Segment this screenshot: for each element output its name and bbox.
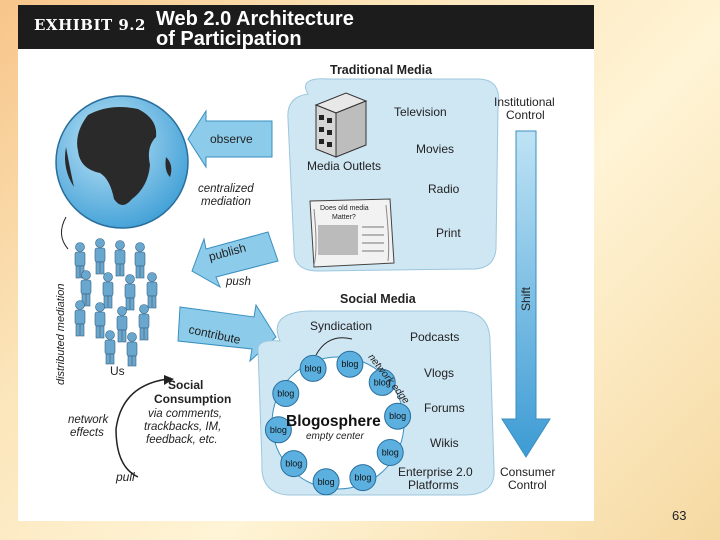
television-label: Television [394,105,447,119]
pull-curve-arrow [115,378,169,478]
movies-label: Movies [416,142,454,156]
distributed-mediation-label: distributed mediation [55,283,67,385]
radio-label: Radio [428,182,460,196]
blog-node-label: blog [354,473,371,483]
exhibit-title: Web 2.0 Architecture of Participation [156,9,354,49]
blog-node [384,402,412,430]
media-outlets-label: Media Outlets [307,159,381,173]
social-consumption-line4: trackbacks, IM, [144,421,221,433]
network-effects-label-1: network [68,414,110,426]
people-crowd-icon [74,238,158,367]
wikis-label: Wikis [430,436,459,450]
blog-node-label: blog [318,477,335,487]
shift-label: Shift [519,286,533,311]
globe-crowd-link-arrow [61,216,69,250]
print-label: Print [436,226,461,240]
us-label: Us [110,364,125,378]
pull-arrowhead-icon [164,375,174,385]
blog-node [336,350,364,378]
exhibit-title-line2: of Participation [156,28,302,50]
blog-node [280,450,308,478]
observe-label: observe [210,132,253,146]
page-number: 63 [672,508,687,523]
syndication-label: Syndication [310,319,372,333]
blog-node-label: blog [382,448,399,458]
newspaper-headline-1: Does old media [320,205,369,212]
traditional-media-title: Traditional Media [330,63,433,77]
vlogs-label: Vlogs [424,366,454,380]
exhibit-header: EXHIBIT 9.2 Web 2.0 Architecture of Part… [18,5,594,49]
push-label: push [225,276,251,288]
social-consumption-line3: via comments, [148,408,222,420]
blog-node [264,416,292,444]
blog-node-label: blog [277,389,294,399]
centralized-label: centralized [198,183,254,195]
blog-node [312,468,340,496]
enterprise-label-1: Enterprise 2.0 [398,465,473,479]
blog-node-label: blog [374,377,391,387]
blog-node [368,368,396,396]
consumer-control-label: Control [508,478,547,492]
forums-label: Forums [424,401,465,415]
network-effects-label-2: effects [70,427,104,439]
blog-node [376,439,404,466]
mediation-label: mediation [201,196,251,208]
institutional-label: Institutional [494,95,555,109]
blog-node-label: blog [285,459,302,469]
blog-node [299,354,327,382]
blog-node-label: blog [305,363,322,373]
publish-arrow [191,231,279,289]
podcasts-label: Podcasts [410,330,459,344]
media-outlets-building-icon [314,92,368,158]
empty-center-label: empty center [306,431,364,442]
architecture-diagram: Traditional Media Media Outlets Televisi… [55,63,555,496]
social-consumption-title-1: Social [168,378,203,392]
blogosphere-label: Blogosphere [286,413,381,430]
syndication-arrow [315,337,353,356]
blog-node [349,464,377,492]
blog-node-label: blog [270,425,287,435]
blog-node [272,380,300,407]
observe-arrow [187,109,273,169]
pull-label: pull [115,470,135,484]
enterprise-label-2: Platforms [408,478,459,492]
exhibit-label: EXHIBIT 9.2 [34,16,146,34]
exhibit-title-line1: Web 2.0 Architecture [156,8,354,30]
globe-icon [55,95,189,229]
blog-nodes: blog blog blog blog blog blog blog blog blog blog [264,350,412,496]
newspaper-icon [309,198,395,268]
institutional-control-label: Control [506,108,545,122]
social-consumption-title-2: Consumption [154,392,231,406]
blog-node-label: blog [389,411,406,421]
consumer-label: Consumer [500,465,555,479]
shift-arrow [501,130,551,458]
blog-node-label: blog [341,359,358,369]
newspaper-headline-2: Matter? [332,214,356,221]
social-media-title: Social Media [340,292,417,306]
social-consumption-line5: feedback, etc. [146,434,218,446]
